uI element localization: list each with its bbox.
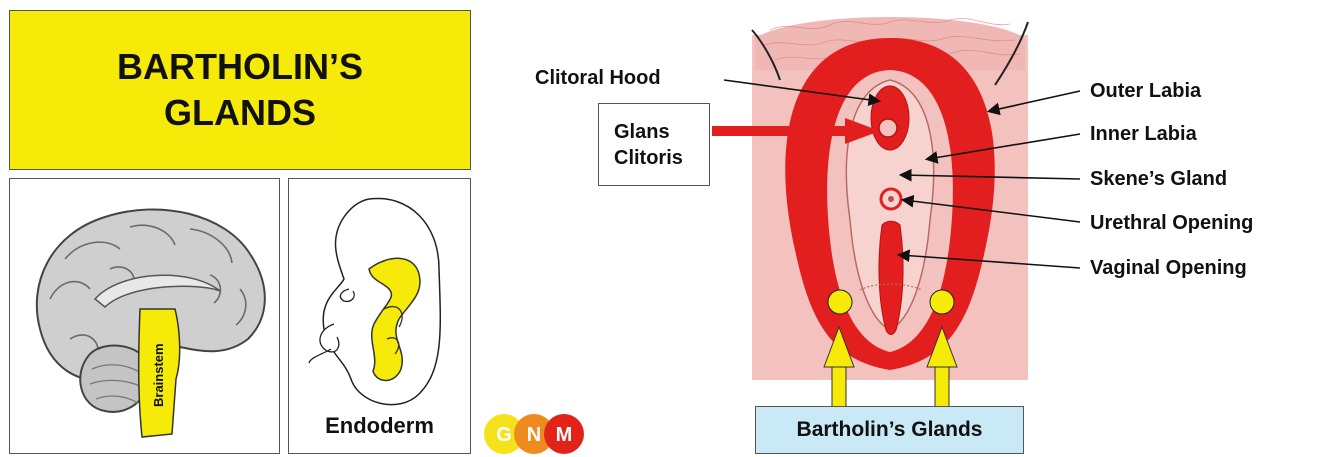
title-line-2: GLANDS <box>117 90 363 136</box>
label-vaginal-opening: Vaginal Opening <box>1090 257 1247 280</box>
label-skenes-gland: Skene’s Gland <box>1090 168 1227 191</box>
title-box: BARTHOLIN’S GLANDS <box>9 10 471 170</box>
label-inner-labia: Inner Labia <box>1090 123 1197 146</box>
endoderm-label: Endoderm <box>289 413 470 439</box>
logo-letter-g: G <box>496 424 512 446</box>
bartholin-gland-left <box>828 290 852 314</box>
label-clitoral-hood: Clitoral Hood <box>535 67 661 90</box>
bartholin-gland-right <box>930 290 954 314</box>
title-line-1: BARTHOLIN’S <box>117 44 363 90</box>
brainstem-label: Brainstem <box>151 343 166 407</box>
glans-clitoris-box: Glans Clitoris <box>598 103 710 186</box>
brain-panel: Brainstem <box>9 178 280 454</box>
glans-clitoris <box>879 119 897 137</box>
label-glans-line2: Clitoris <box>614 145 709 171</box>
brain-illustration: Brainstem <box>10 179 281 455</box>
label-urethral-opening: Urethral Opening <box>1090 212 1253 235</box>
embryo-panel: Endoderm <box>288 178 471 454</box>
label-outer-labia: Outer Labia <box>1090 80 1201 103</box>
bartholins-glands-box: Bartholin’s Glands <box>755 406 1024 454</box>
page-title: BARTHOLIN’S GLANDS <box>117 44 363 136</box>
clitoral-hood <box>871 86 909 150</box>
label-glans-line1: Glans <box>614 119 709 145</box>
